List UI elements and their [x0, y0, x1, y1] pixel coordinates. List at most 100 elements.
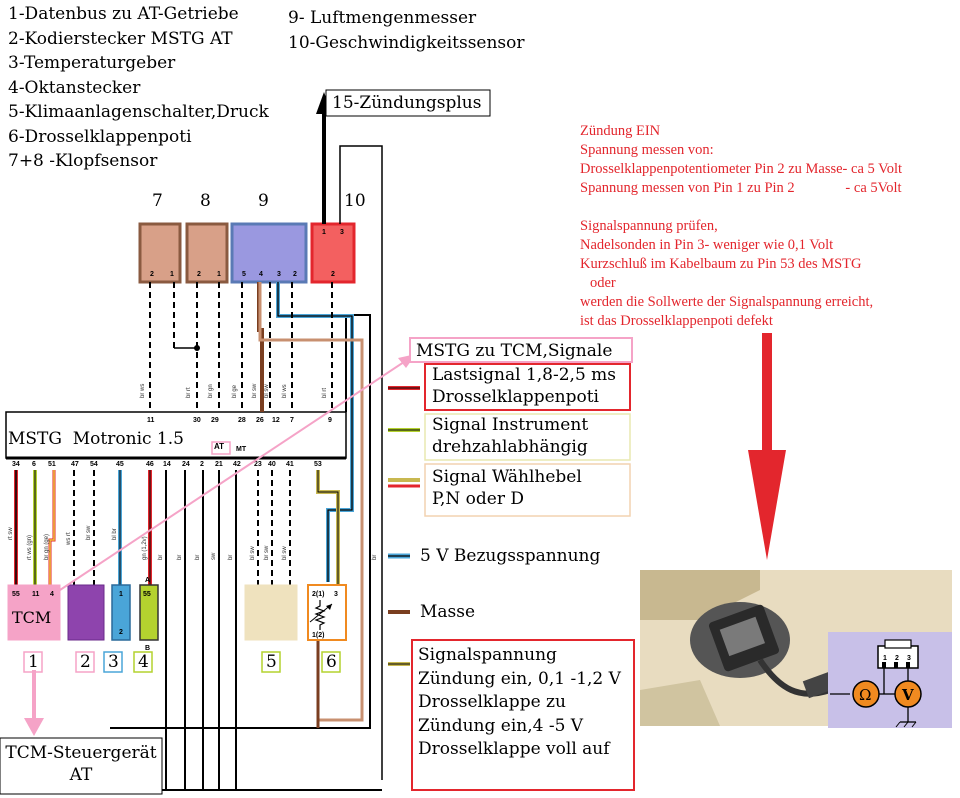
- at-tag: [211, 441, 231, 455]
- svg-text:1: 1: [119, 591, 123, 598]
- svg-text:51: 51: [48, 461, 56, 468]
- svg-text:3: 3: [334, 591, 338, 598]
- svg-text:41: 41: [286, 461, 294, 468]
- svg-text:34: 34: [12, 461, 20, 468]
- svg-text:3: 3: [907, 655, 911, 662]
- last-signal-line: Lastsignal 1,8-2,5 ms: [432, 365, 617, 385]
- svg-text:Ω: Ω: [859, 686, 871, 704]
- svg-text:1: 1: [322, 229, 326, 236]
- mt-tag-label: MT: [236, 446, 247, 453]
- tcm-steuergeraet-box: [0, 737, 163, 795]
- harness-frame: [110, 314, 371, 729]
- svg-text:46: 46: [146, 461, 154, 468]
- svg-text:26: 26: [256, 417, 264, 424]
- legend-item-5: 5-Klimaanlagenschalter,Druck: [8, 102, 269, 122]
- svg-text:47: 47: [71, 461, 79, 468]
- note-line: Spannung messen von:: [580, 142, 714, 158]
- svg-text:28: 28: [238, 417, 246, 424]
- svg-text:br: br: [177, 555, 183, 560]
- component-number-10: 10: [344, 191, 366, 211]
- signalspannung-line: Zündung ein, 0,1 -1,2 V: [418, 668, 621, 689]
- tcm-target-line: TCM-Steuergerät: [5, 743, 157, 763]
- temperaturgeber-box: [111, 584, 131, 641]
- svg-text:br rt: br rt: [186, 387, 192, 398]
- svg-text:2: 2: [293, 271, 297, 278]
- svg-text:bl rt: bl rt: [322, 388, 328, 398]
- svg-text:4: 4: [50, 591, 54, 598]
- svg-text:4: 4: [259, 271, 263, 278]
- svg-text:br gn (ge): br gn (ge): [44, 534, 50, 560]
- note-line: werden die Sollwerte der Signalspannung …: [580, 294, 874, 310]
- mstg-tcm-label: MSTG zu TCM,Signale: [416, 341, 613, 361]
- svg-text:3: 3: [277, 271, 281, 278]
- signalspannung-line: Drosselklappe voll auf: [418, 739, 610, 759]
- svg-text:21: 21: [215, 461, 223, 468]
- pink-arrow-to-tcm: [24, 718, 44, 736]
- klima-box: [244, 584, 298, 641]
- instrument-signal-line: drehzahlabhängig: [432, 437, 588, 457]
- note-line: Nadelsonden in Pin 3- weniger wie 0,1 Vo…: [580, 237, 834, 253]
- waehlhebel-signal-box: [424, 463, 631, 517]
- svg-text:bl sw: bl sw: [250, 546, 256, 560]
- ignition-box: [325, 89, 491, 117]
- signalspannung-line: Drosselklappe zu: [418, 692, 566, 712]
- svg-text:11: 11: [147, 417, 155, 424]
- legend-item-3: 3-Temperaturgeber: [8, 53, 176, 73]
- connector-9-luftmengenmesser: [230, 222, 308, 284]
- svg-text:53: 53: [314, 461, 322, 468]
- ecu-title: MSTG Motronic 1.5: [8, 429, 184, 449]
- last-signal-box: [424, 363, 631, 411]
- svg-text:br: br: [195, 555, 201, 560]
- svg-text:1: 1: [170, 271, 174, 278]
- svg-text:9: 9: [328, 417, 332, 424]
- tcm-label: TCM: [12, 608, 52, 627]
- component-number-4: 4: [138, 652, 149, 672]
- svg-text:55: 55: [143, 591, 151, 598]
- waehlhebel-signal-line: P,N oder D: [432, 489, 525, 509]
- tcm-target-line: AT: [69, 765, 93, 785]
- tcm-steuergeraet-label: TCM-Steuergerät AT: [4, 742, 158, 786]
- signalspannung-box: [411, 639, 635, 791]
- svg-text:2: 2: [150, 271, 154, 278]
- signalspannung-label: Signalspannung Zündung ein, 0,1 -1,2 V D…: [418, 644, 621, 762]
- component-number-5: 5: [266, 652, 277, 672]
- legend-col2: 9- Luftmengenmesser 10-Geschwindigkeitss…: [288, 6, 525, 55]
- svg-text:23: 23: [254, 461, 262, 468]
- component-number-7: 7: [152, 191, 163, 211]
- svg-text:45: 45: [116, 461, 124, 468]
- component-number-1: 1: [28, 652, 39, 672]
- note-line: Signalspannung prüfen,: [580, 218, 718, 234]
- kodierstecker-box: [67, 584, 105, 641]
- svg-text:14: 14: [163, 461, 171, 468]
- note-line: oder: [590, 275, 616, 291]
- connector-7: [138, 222, 182, 284]
- svg-text:7: 7: [290, 417, 294, 424]
- component-number-3: 3: [108, 652, 119, 672]
- svg-text:gn (1,2v): gn (1,2v): [142, 536, 148, 560]
- svg-text:br sw: br sw: [86, 525, 92, 540]
- instrument-signal-line: Signal Instrument: [432, 415, 589, 435]
- connector-8: [185, 222, 229, 284]
- instrument-signal-box: [424, 413, 631, 461]
- svg-text:1(2): 1(2): [312, 632, 324, 639]
- legend-item-7: 7+8 -Klopfsensor: [8, 151, 158, 171]
- svg-text:bl sw: bl sw: [282, 546, 288, 560]
- bezugsspannung-label: 5 V Bezugsspannung: [420, 546, 601, 566]
- svg-text:29: 29: [211, 417, 219, 424]
- svg-text:55: 55: [12, 591, 20, 598]
- component-number-6: 6: [326, 652, 337, 672]
- svg-text:1: 1: [217, 271, 221, 278]
- component-number-2: 2: [80, 652, 91, 672]
- svg-text:6: 6: [32, 461, 36, 468]
- svg-text:B: B: [145, 645, 150, 652]
- svg-text:ws rt: ws rt: [66, 532, 72, 546]
- red-arrow-shaft: [762, 333, 772, 453]
- legend-item-4: 4-Oktanstecker: [8, 77, 141, 98]
- mstg-tcm-box: [409, 337, 633, 363]
- svg-text:rt sw: rt sw: [8, 527, 14, 540]
- svg-text:54: 54: [90, 461, 98, 468]
- svg-text:br: br: [228, 555, 234, 560]
- svg-text:24: 24: [182, 461, 190, 468]
- svg-text:br ws: br ws: [140, 384, 146, 398]
